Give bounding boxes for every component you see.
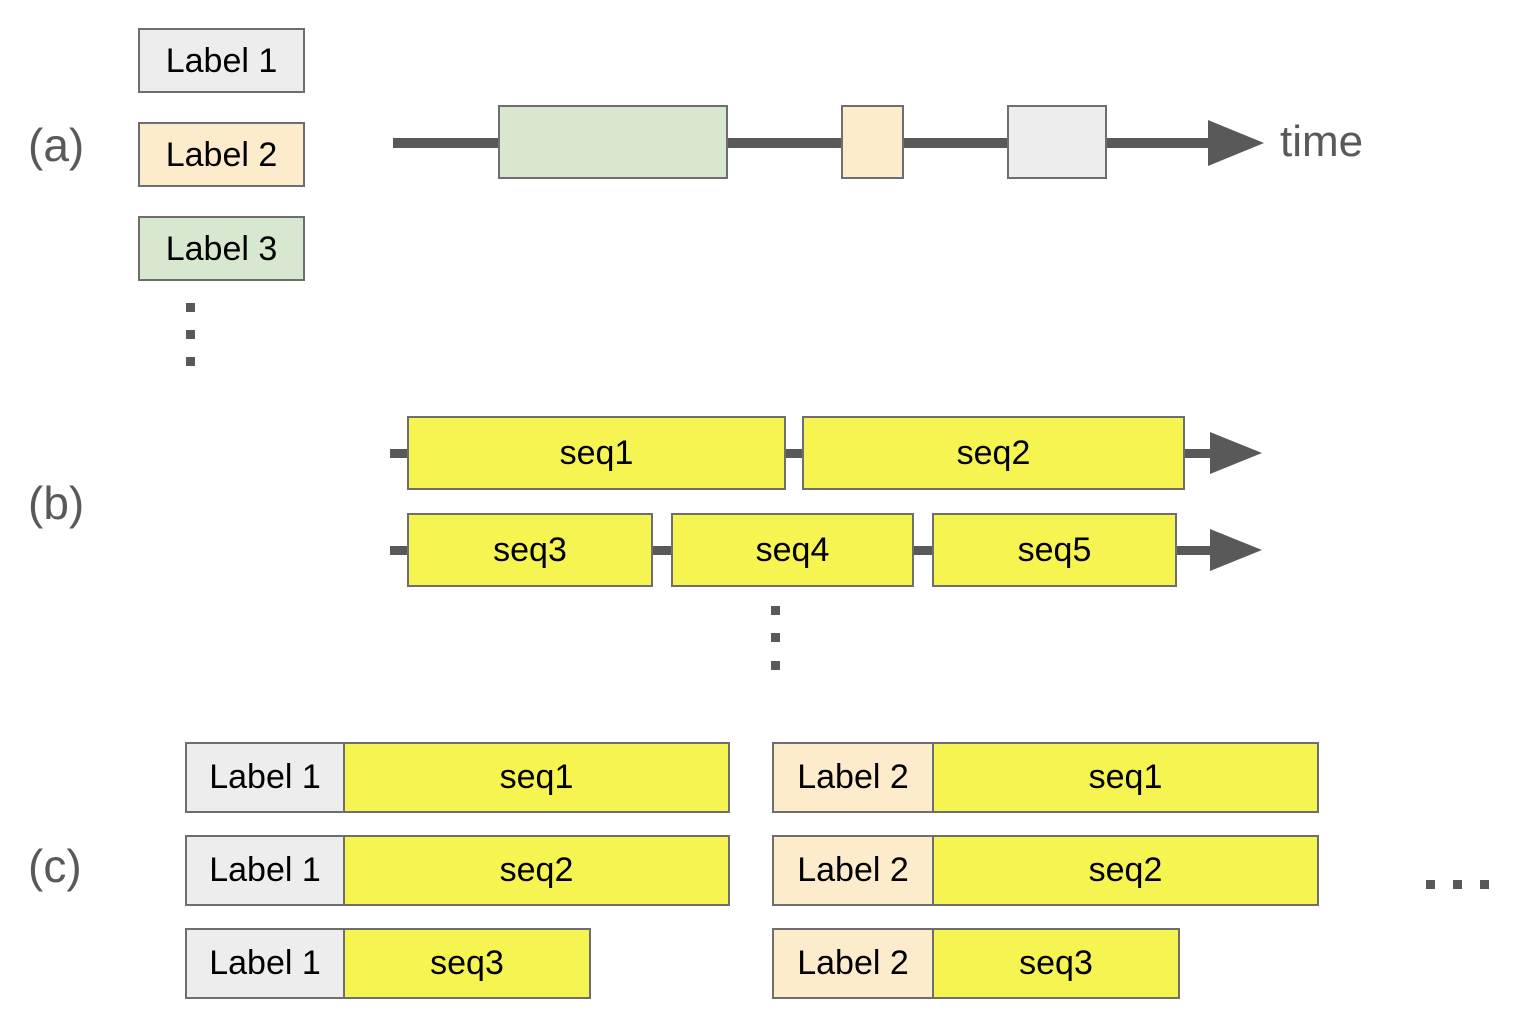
pair-group-1-row-1-seq: seq1: [343, 742, 730, 813]
seq-row-2-right-stub: [1175, 546, 1213, 555]
pair-group-1-row-3-label: Label 1: [185, 928, 345, 999]
seq-row-2-connector-stub: [651, 546, 673, 555]
legend-box-label-2-text: Label 2: [165, 135, 278, 174]
legend-box-label-1-text: Label 1: [165, 41, 278, 80]
panel-c-ellipsis-dot: [1480, 880, 1489, 889]
panel-b-ellipsis-dot: [771, 633, 780, 642]
pair-group-1-row-1-label-text: Label 1: [209, 758, 321, 796]
pair-group-2-row-3-seq: seq3: [932, 928, 1180, 999]
seq-row-1-block-2-text: seq2: [956, 434, 1031, 472]
legend-box-label-3-text: Label 3: [165, 229, 278, 268]
pair-group-2-row-1-seq-text: seq1: [1088, 758, 1163, 796]
timeline-axis-segment: [393, 138, 503, 148]
legend-ellipsis-dot: [186, 330, 195, 339]
pair-group-1-row-1-label: Label 1: [185, 742, 345, 813]
pair-group-2-row-1-label-text: Label 2: [797, 758, 909, 796]
panel-a-letter: (a): [28, 119, 85, 171]
pair-group-1-row-3-seq-text: seq3: [430, 944, 504, 982]
pair-group-2-row-3-seq-text: seq3: [1019, 944, 1093, 982]
pair-group-1-row-1-seq-text: seq1: [499, 758, 574, 796]
pair-group-2-row-2-label: Label 2: [772, 835, 934, 906]
seq-row-2-block-2-text: seq4: [755, 531, 830, 569]
seq-row-1-connector-stub: [784, 449, 804, 458]
seq-row-2-block-3: seq5: [932, 513, 1177, 587]
timeline-axis-segment: [899, 138, 1012, 148]
seq-row-2-block-2: seq4: [671, 513, 914, 587]
seq-row-2-block-1-text: seq3: [493, 531, 567, 569]
legend-box-label-3: Label 3: [138, 216, 305, 281]
pair-group-2-row-3-label: Label 2: [772, 928, 934, 999]
pair-group-2-row-3-label-text: Label 2: [797, 944, 909, 982]
seq-row-1-block-1-text: seq1: [559, 434, 634, 472]
panel-c-ellipsis-dot: [1426, 880, 1435, 889]
panel-b-letter: (b): [28, 477, 85, 529]
pair-group-1-row-3-label-text: Label 1: [209, 944, 321, 982]
seq-row-2-block-3-text: seq5: [1017, 531, 1092, 569]
panel-c-letter: (c): [28, 840, 82, 892]
seq-row-2-connector-stub: [912, 546, 934, 555]
timeline-event-box-3: [1007, 105, 1107, 179]
seq-row-2-arrowhead-icon: [1210, 529, 1262, 571]
seq-row-2-left-stub: [390, 546, 409, 555]
timeline-arrowhead-icon: [1208, 120, 1264, 166]
timeline-axis-segment: [1102, 138, 1214, 148]
pair-group-1-row-2-seq: seq2: [343, 835, 730, 906]
pair-group-2-row-2-seq-text: seq2: [1088, 851, 1163, 889]
pair-group-1-row-2-label-text: Label 1: [209, 851, 321, 889]
seq-row-1-arrowhead-icon: [1210, 432, 1262, 474]
pair-group-1-row-2-label: Label 1: [185, 835, 345, 906]
legend-box-label-1: Label 1: [138, 28, 305, 93]
timeline-axis-label: time: [1280, 117, 1364, 166]
legend-ellipsis-dot: [186, 303, 195, 312]
pair-group-2-row-1-seq: seq1: [932, 742, 1319, 813]
pair-group-1-row-3-seq: seq3: [343, 928, 591, 999]
timeline-event-box-1: [498, 105, 728, 179]
pair-group-1-row-2-seq-text: seq2: [499, 851, 574, 889]
seq-row-1-right-stub: [1183, 449, 1213, 458]
panel-b-ellipsis-dot: [771, 661, 780, 670]
seq-row-2-block-1: seq3: [407, 513, 653, 587]
panel-b-ellipsis-dot: [771, 606, 780, 615]
legend-box-label-2: Label 2: [138, 122, 305, 187]
pair-group-2-row-2-label-text: Label 2: [797, 851, 909, 889]
pair-group-2-row-2-seq: seq2: [932, 835, 1319, 906]
panel-c-ellipsis-dot: [1453, 880, 1462, 889]
legend-ellipsis-dot: [186, 357, 195, 366]
pair-group-2-row-1-label: Label 2: [772, 742, 934, 813]
seq-row-1-left-stub: [390, 449, 409, 458]
timeline-axis-segment: [723, 138, 846, 148]
timeline-event-box-2: [841, 105, 904, 179]
seq-row-1-block-1: seq1: [407, 416, 786, 490]
seq-row-1-block-2: seq2: [802, 416, 1185, 490]
